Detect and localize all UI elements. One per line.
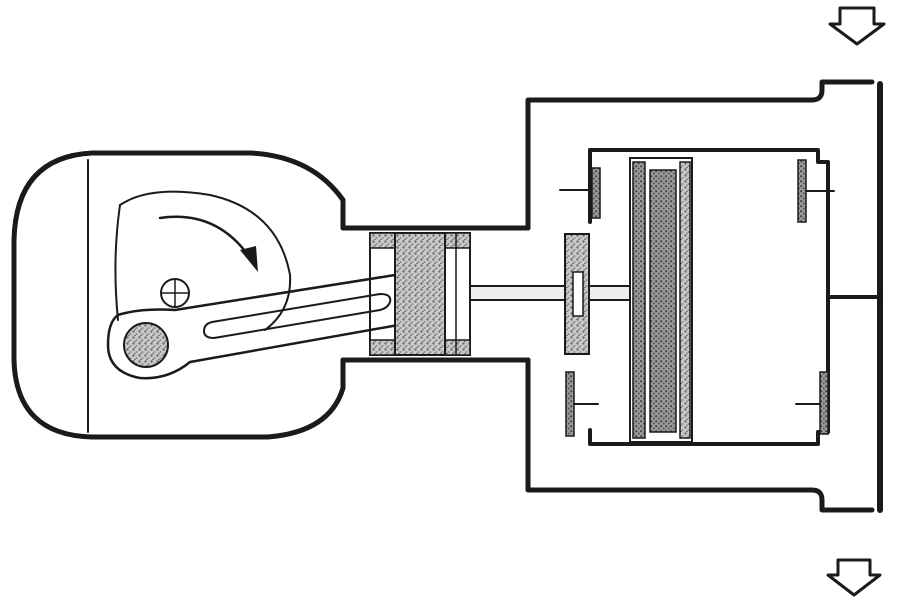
rotation-arrowhead (240, 246, 258, 272)
outer-cylinder-housing (525, 79, 875, 231)
displacer-piston-core (649, 169, 677, 433)
rod-guide-bushing (572, 271, 584, 317)
crank-disc-lower (114, 204, 121, 321)
working-piston-crown (394, 232, 446, 356)
flow-arrow-down-icon (826, 558, 882, 597)
valve-tab-bottom-right (819, 371, 829, 435)
displacer-rod (469, 285, 633, 301)
rod-guide-seal (564, 233, 590, 355)
crank-disc (119, 190, 292, 331)
connecting-rod-slot (203, 293, 392, 339)
crankcase-housing (11, 150, 346, 440)
valve-tab-bottom-left (565, 371, 575, 437)
valve-tab-top-left (591, 167, 601, 219)
crankpin-big-end (123, 322, 169, 368)
outer-cylinder-housing-bottom (525, 357, 875, 513)
valve-tab-top-right (797, 159, 807, 223)
displacer-piston-face-right (679, 161, 691, 439)
rotation-arrow-icon (158, 215, 250, 257)
displacer-piston-face-left (632, 161, 646, 439)
flow-arrow-down-icon (828, 6, 886, 46)
